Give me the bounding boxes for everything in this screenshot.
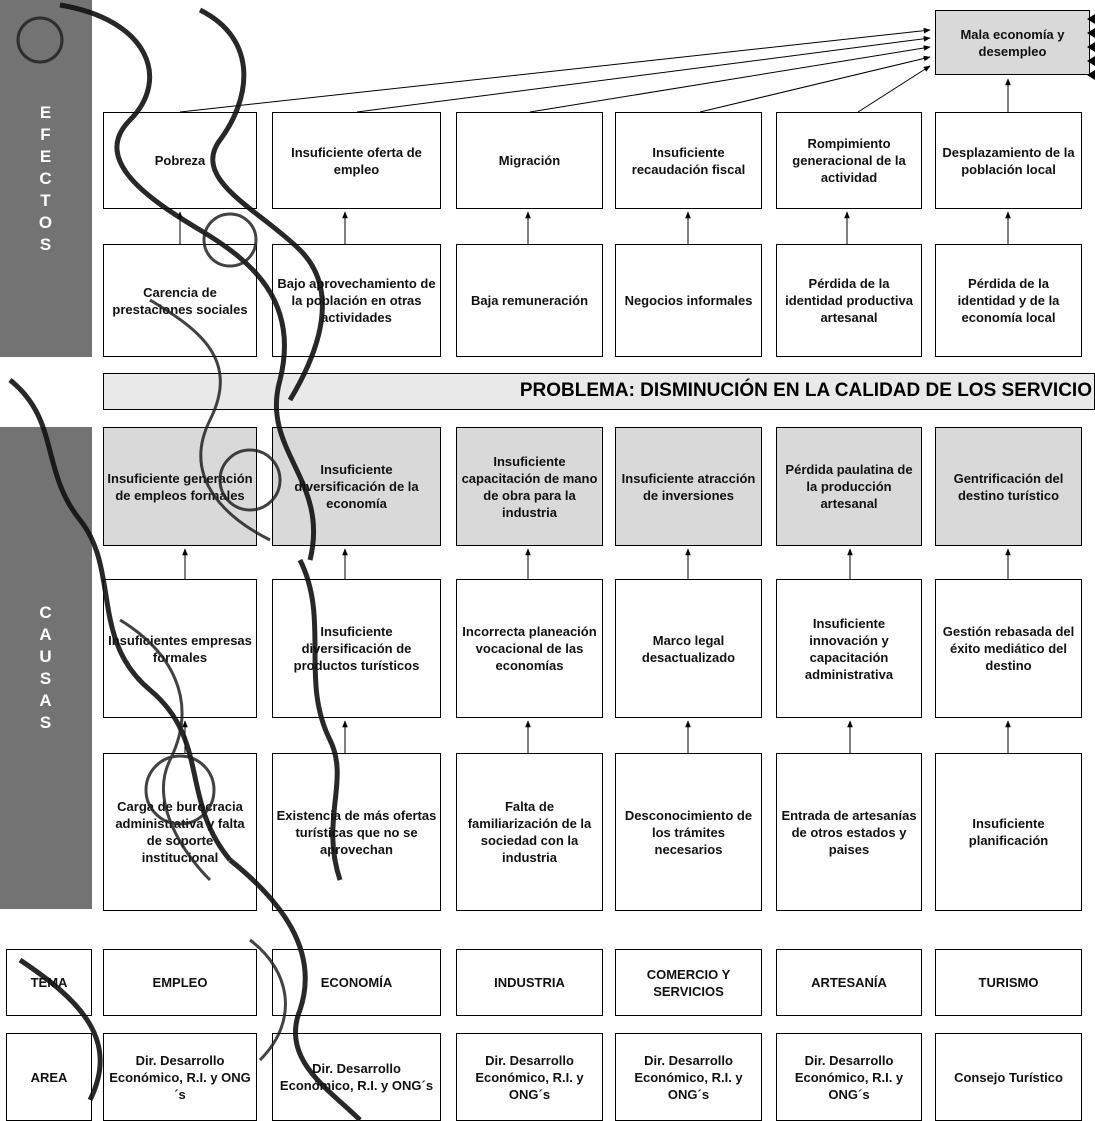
- area-cell: Dir. Desarrollo Económico, R.I. y ONG´s: [103, 1033, 257, 1121]
- efectos-letter: T: [40, 190, 52, 210]
- causa-box: Insuficiente diversificación de producto…: [272, 579, 441, 718]
- arrow: [529, 45, 931, 113]
- arrow: [356, 36, 931, 113]
- causas-letter: A: [39, 625, 53, 644]
- causa-box: Insuficiente innovación y capacitación a…: [776, 579, 922, 718]
- area-cell: Dir. Desarrollo Económico, R.I. y ONG´s: [615, 1033, 762, 1121]
- efecto-box: Carencia de prestaciones sociales: [103, 244, 257, 357]
- tema-cell: COMERCIO Y SERVICIOS: [615, 949, 762, 1016]
- area-cell: Dir. Desarrollo Económico, R.I. y ONG´s: [776, 1033, 922, 1121]
- efectos-letter: O: [38, 212, 54, 232]
- causas-letter: S: [39, 713, 53, 732]
- top-effect-box: Mala economía y desempleo: [935, 10, 1090, 75]
- efecto-box: Desplazamiento de la población local: [935, 112, 1082, 209]
- efectos-letter: F: [40, 124, 52, 144]
- causas-sidebar: C A U S A S: [0, 427, 92, 909]
- causa-box: Pérdida paulatina de la producción artes…: [776, 427, 922, 546]
- efecto-box: Insuficiente oferta de empleo: [272, 112, 441, 209]
- causas-letter: S: [39, 669, 53, 688]
- causa-box: Existencia de más ofertas turísticas que…: [272, 753, 441, 911]
- causa-box: Marco legal desactualizado: [615, 579, 762, 718]
- efecto-box: Migración: [456, 112, 603, 209]
- causa-box: Entrada de artesanías de otros estados y…: [776, 753, 922, 911]
- area-label: AREA: [6, 1033, 92, 1121]
- problem-banner: PROBLEMA: DISMINUCIÓN EN LA CALIDAD DE L…: [103, 373, 1095, 410]
- tema-cell: INDUSTRIA: [456, 949, 603, 1016]
- arrow: [857, 65, 931, 113]
- arrow: [179, 27, 931, 113]
- causa-box: Insuficientes empresas formales: [103, 579, 257, 718]
- efecto-box: Rompimiento generacional de la actividad: [776, 112, 922, 209]
- causa-box: Insuficiente generación de empleos forma…: [103, 427, 257, 546]
- area-cell: Dir. Desarrollo Económico, R.I. y ONG´s: [456, 1033, 603, 1121]
- efecto-box: Pobreza: [103, 112, 257, 209]
- causa-box: Gestión rebasada del éxito mediático del…: [935, 579, 1082, 718]
- area-cell: Dir. Desarrollo Económico, R.I. y ONG´s: [272, 1033, 441, 1121]
- causas-letter: U: [39, 647, 53, 666]
- efecto-box: Baja remuneración: [456, 244, 603, 357]
- arrow: [699, 55, 931, 113]
- efecto-box: Insuficiente recaudación fiscal: [615, 112, 762, 209]
- efecto-box: Pérdida de la identidad productiva artes…: [776, 244, 922, 357]
- efectos-letter: E: [39, 102, 53, 122]
- causa-box: Carga de burocracia administrativa y fal…: [103, 753, 257, 911]
- tema-label: TEMA: [6, 949, 92, 1016]
- efectos-letter: S: [39, 234, 53, 254]
- causas-letter: A: [39, 691, 53, 710]
- tema-cell: EMPLEO: [103, 949, 257, 1016]
- efecto-box: Pérdida de la identidad y de la economía…: [935, 244, 1082, 357]
- causa-box: Desconocimiento de los trámites necesari…: [615, 753, 762, 911]
- efectos-letter: C: [39, 168, 53, 188]
- tema-cell: ECONOMÍA: [272, 949, 441, 1016]
- causas-letter: C: [39, 603, 53, 622]
- causa-box: Gentrificación del destino turístico: [935, 427, 1082, 546]
- causa-box: Insuficiente atracción de inversiones: [615, 427, 762, 546]
- causa-box: Insuficiente planificación: [935, 753, 1082, 911]
- tema-cell: TURISMO: [935, 949, 1082, 1016]
- causa-box: Insuficiente capacitación de mano de obr…: [456, 427, 603, 546]
- efecto-box: Negocios informales: [615, 244, 762, 357]
- efectos-sidebar: E F E C T O S: [0, 0, 92, 357]
- causa-box: Incorrecta planeación vocacional de las …: [456, 579, 603, 718]
- causa-box: Falta de familiarización de la sociedad …: [456, 753, 603, 911]
- area-cell: Consejo Turístico: [935, 1033, 1082, 1121]
- efectos-letter: E: [39, 146, 53, 166]
- tema-cell: ARTESANÍA: [776, 949, 922, 1016]
- causa-box: Insuficiente diversificación de la econo…: [272, 427, 441, 546]
- efecto-box: Bajo aprovechamiento de la población en …: [272, 244, 441, 357]
